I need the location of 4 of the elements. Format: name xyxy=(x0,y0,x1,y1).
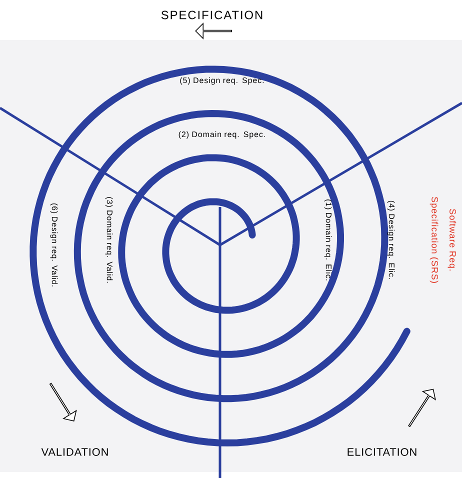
phase-label: ELICITATION xyxy=(348,448,416,456)
output-label: Software Req. Specification (SRS) xyxy=(430,196,456,283)
phase-label: SPECIFICATION xyxy=(161,10,262,20)
phase-label: VALIDATION xyxy=(41,448,108,456)
